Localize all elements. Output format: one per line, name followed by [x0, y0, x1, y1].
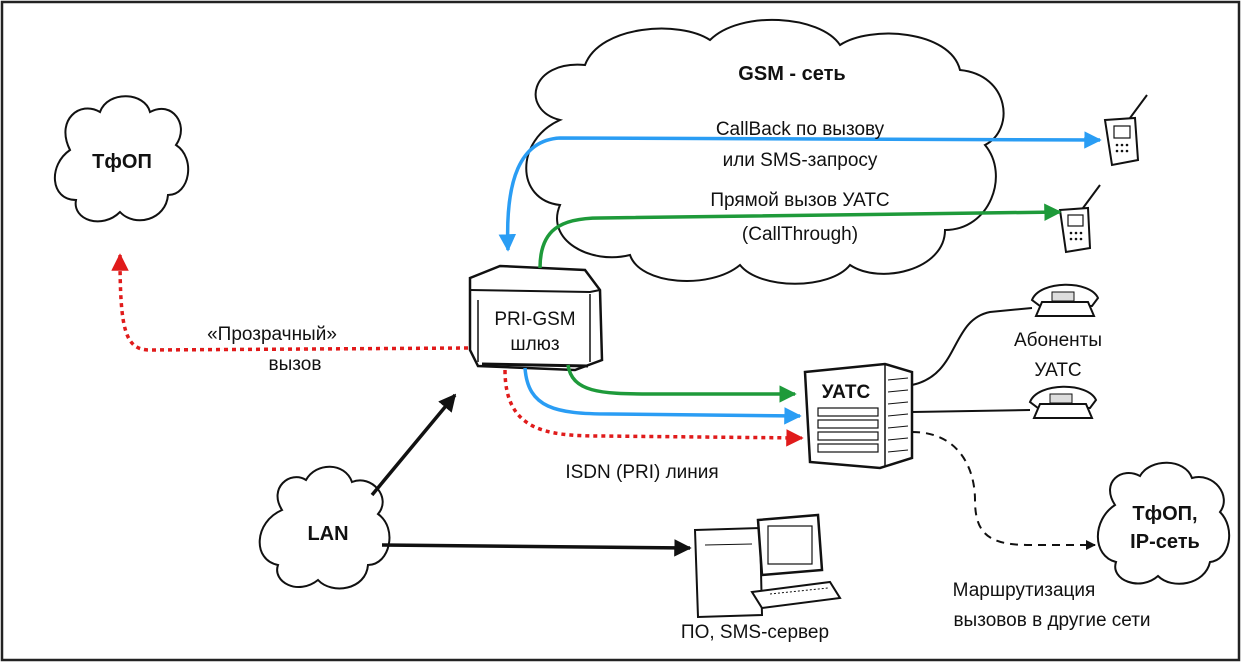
callback-arrow	[498, 131, 1102, 252]
pstn-ip-label-line1: ТфОП,	[1132, 503, 1197, 525]
lan-cloud	[258, 465, 391, 590]
routing-label-line1: Маршрутизация	[953, 580, 1096, 601]
callback-label-line2: или SMS-запросу	[723, 150, 878, 171]
transparent-call-arrow	[111, 253, 469, 352]
subscribers-label-line1: Абоненты	[1014, 330, 1102, 351]
subscribers-label-line2: УАТС	[1034, 360, 1081, 381]
mobile-phone-icon	[1058, 184, 1101, 254]
lan-label: LAN	[307, 523, 348, 545]
lan-to-server-arrow	[381, 539, 692, 557]
server-label: ПО, SMS-сервер	[681, 622, 829, 643]
lan-to-gateway-arrow	[370, 393, 457, 497]
callback-to-pbx-arrow	[523, 367, 802, 425]
subscriber-line	[911, 307, 1033, 386]
direct-call-label-line2: (CallThrough)	[742, 224, 858, 245]
callback-label-line1: CallBack по вызову	[716, 119, 885, 140]
pri-gsm-gateway	[468, 264, 604, 372]
mobile-phone-icon	[1103, 94, 1148, 167]
desk-phone-icon	[1028, 385, 1098, 419]
pbx-cabinet	[803, 362, 914, 470]
gateway-label-line2: шлюз	[510, 334, 559, 355]
pbx-label: УАТС	[822, 382, 871, 403]
direct-call-label-line1: Прямой вызов УАТС	[710, 190, 889, 211]
subscriber-line	[911, 409, 1031, 413]
pstn-ip-label-line2: IP-сеть	[1130, 531, 1200, 553]
isdn-line-label: ISDN (PRI) линия	[565, 462, 718, 483]
routing-label-line2: вызовов в другие сети	[953, 610, 1150, 631]
computer-icon	[693, 513, 842, 619]
gateway-label-line1: PRI-GSM	[494, 309, 575, 330]
desk-phone-icon	[1030, 283, 1100, 317]
pstn-ip-cloud	[1096, 461, 1230, 585]
gsm-network-title: GSM - сеть	[738, 63, 845, 85]
transparent-call-label-line1: «Прозрачный»	[207, 324, 337, 345]
direct-call-arrow	[538, 203, 1062, 269]
direct-call-to-pbx-arrow	[566, 364, 797, 403]
transparent-call-label-line2: вызов	[269, 354, 322, 375]
pstn-left-label: ТфОП	[92, 151, 152, 173]
pstn-left-cloud	[54, 95, 190, 223]
transparent-to-pbx-arrow	[503, 369, 804, 447]
pbx-to-other-networks-arrow	[911, 431, 1096, 550]
